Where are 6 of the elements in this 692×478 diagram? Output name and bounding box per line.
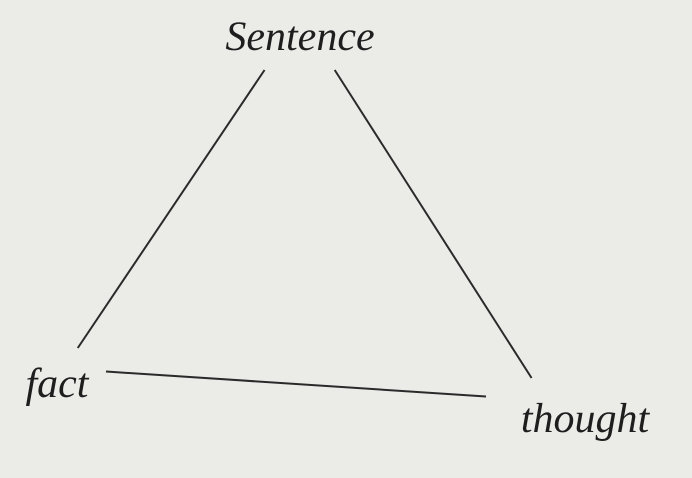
node-label: Sentence	[225, 13, 375, 61]
connector-line	[106, 370, 486, 398]
connector-line	[76, 69, 266, 349]
connector-line	[334, 69, 532, 379]
node-label: fact	[26, 360, 88, 408]
node-label: thought	[520, 395, 650, 443]
